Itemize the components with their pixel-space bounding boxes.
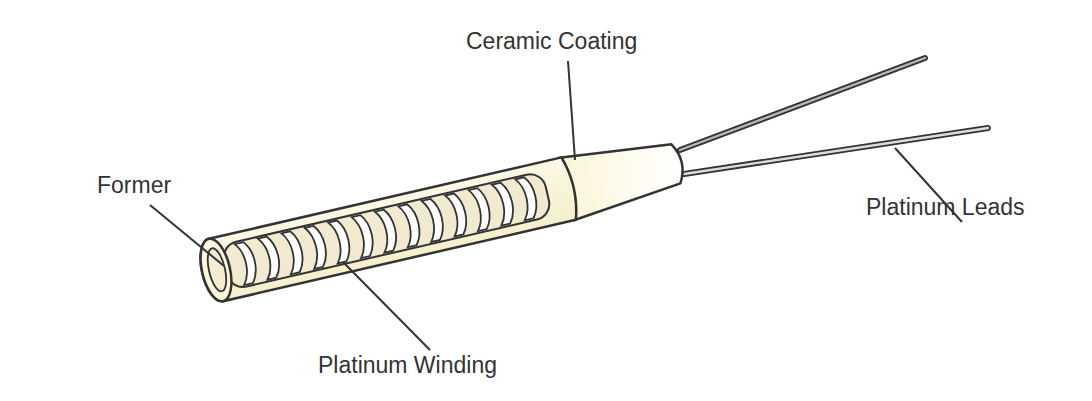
leader-line <box>150 61 962 350</box>
end-cap <box>195 236 237 305</box>
winding-turn <box>328 219 353 263</box>
ceramic-coating <box>560 131 689 220</box>
winding-turn <box>352 214 377 258</box>
winding-turn <box>515 176 540 220</box>
winding-turn <box>281 230 306 274</box>
winding-window <box>221 171 553 290</box>
winding-turn <box>375 208 400 252</box>
part-label: Ceramic Coating <box>466 28 637 54</box>
winding-turn <box>398 203 423 247</box>
winding-turn <box>305 224 330 268</box>
coating-seam <box>562 158 580 218</box>
part-label: Platinum Leads <box>866 194 1025 220</box>
platinum-winding <box>235 176 540 285</box>
winding-turn <box>422 197 447 241</box>
rtd-sensor <box>195 131 689 304</box>
winding-turn <box>258 235 283 279</box>
ceramic-body <box>195 156 581 304</box>
winding-turn <box>445 192 470 236</box>
part-label: Former <box>97 172 171 198</box>
winding-turn <box>492 181 517 225</box>
winding-turn <box>469 187 494 231</box>
winding-turn <box>235 241 260 285</box>
platinum-lead <box>680 58 988 174</box>
part-label: Platinum Winding <box>318 352 497 378</box>
